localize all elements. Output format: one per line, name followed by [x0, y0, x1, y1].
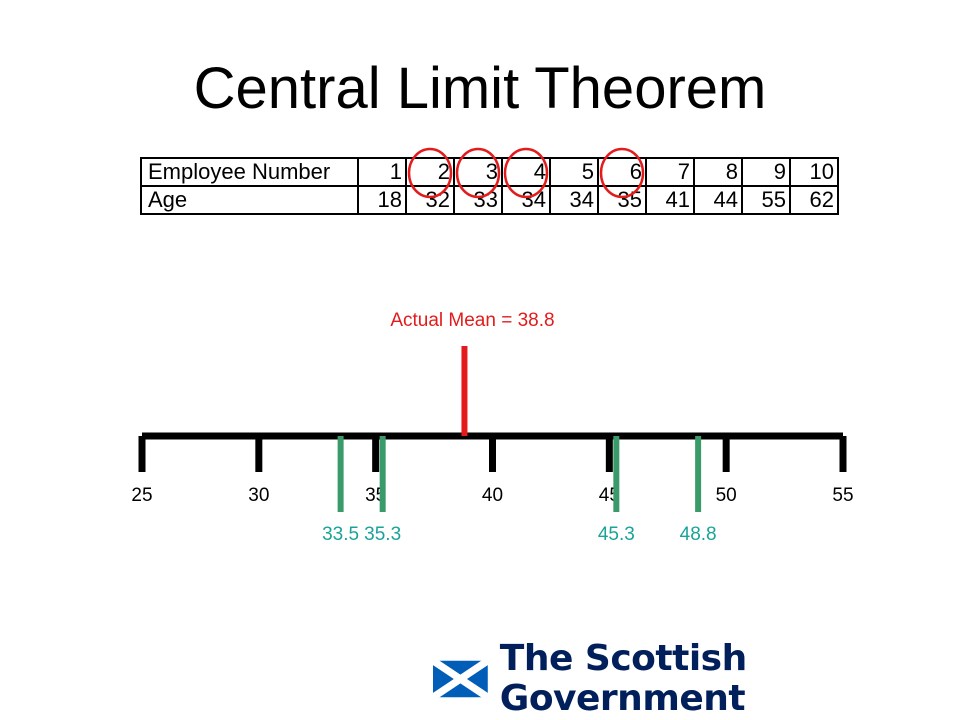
- table-cell: 34: [549, 185, 599, 215]
- sample-mean-label: 45.3: [598, 524, 635, 545]
- table-cell: 4: [501, 157, 551, 187]
- table-cell: 41: [645, 185, 695, 215]
- employee-age-table: Employee Number 1 2 3 4 5 6 7 8 9 10 Age…: [140, 157, 839, 215]
- selection-circle: [455, 147, 501, 199]
- table-cell: 44: [693, 185, 743, 215]
- tick-label: 40: [482, 485, 503, 506]
- table-cell: 5: [549, 157, 599, 187]
- saltire-flag-icon: [433, 659, 488, 699]
- table-cell: 18: [357, 185, 407, 215]
- scottish-government-logo: The Scottish Government: [433, 639, 960, 719]
- table-cell: 2: [405, 157, 455, 187]
- table-cell: 6: [597, 157, 647, 187]
- sample-mean-label: 48.8: [680, 524, 717, 545]
- tick-label: 25: [131, 485, 152, 506]
- selection-circle: [407, 147, 453, 199]
- table-cell: 62: [789, 185, 839, 215]
- table-cell: 33: [453, 185, 503, 215]
- table-cell: 8: [693, 157, 743, 187]
- row-header: Employee Number: [140, 157, 359, 187]
- table-cell: 32: [405, 185, 455, 215]
- selection-circle: [599, 147, 645, 199]
- table-cell: 10: [789, 157, 839, 187]
- table-cell: 9: [741, 157, 791, 187]
- brand-name: The Scottish Government: [499, 638, 747, 719]
- actual-mean-label: Actual Mean = 38.8: [390, 310, 554, 331]
- table-cell: 3: [453, 157, 503, 187]
- page-title: Central Limit Theorem: [193, 56, 767, 121]
- table-cell: 34: [501, 185, 551, 215]
- row-header: Age: [140, 185, 359, 215]
- tick-label: 55: [832, 485, 853, 506]
- sample-mean-label: 35.3: [364, 524, 401, 545]
- tick-label: 50: [716, 485, 737, 506]
- sample-mean-label: 33.5: [322, 524, 359, 545]
- table-cell: 35: [597, 185, 647, 215]
- age-row: Age 18 32 33 34 34 35 41 44 55 62: [140, 185, 839, 215]
- table-cell: 7: [645, 157, 695, 187]
- employee-number-row: Employee Number 1 2 3 4 5 6 7 8 9 10: [140, 157, 839, 187]
- tick-label: 30: [248, 485, 269, 506]
- table-cell: 1: [357, 157, 407, 187]
- table-cell: 55: [741, 185, 791, 215]
- selection-circle: [503, 147, 549, 199]
